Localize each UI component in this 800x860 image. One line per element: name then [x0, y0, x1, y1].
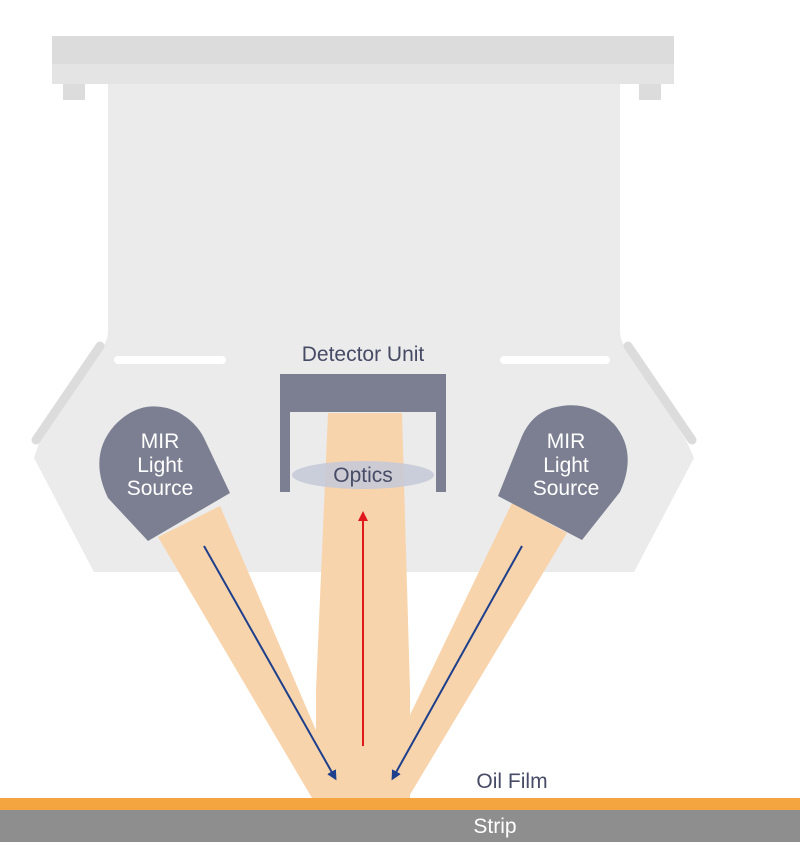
- detector-unit-label: Detector Unit: [302, 343, 425, 366]
- housing-left-side-rail: [31, 341, 105, 445]
- left-incident-arrow: [203, 545, 337, 781]
- left-incident-light-beam: [158, 506, 345, 798]
- left-mir-light-source: [99, 406, 230, 541]
- housing-right-tab: [639, 84, 661, 100]
- housing-left-tab: [63, 84, 85, 100]
- right-source-label-line-3: Source: [533, 477, 600, 500]
- housing-top-rail-underside: [52, 64, 674, 84]
- detector-unit-top: [280, 374, 446, 412]
- right-incident-arrow: [391, 545, 523, 781]
- detector-unit-right-wall: [436, 374, 446, 492]
- detector-unit-left-wall: [280, 374, 290, 492]
- right-source-label-line-1: MIR: [547, 430, 586, 453]
- right-incident-light-beam: [370, 503, 567, 798]
- left-source-label-line-3: Source: [127, 477, 194, 500]
- right-mir-light-source: [498, 405, 628, 540]
- oil-film-label: Oil Film: [476, 770, 547, 793]
- oil-film-layer: [0, 798, 800, 810]
- strip-layer: [0, 810, 800, 842]
- optics-label: Optics: [333, 464, 393, 487]
- strip-label: Strip: [473, 815, 516, 838]
- optics-lens: [292, 461, 434, 489]
- housing-right-slit: [500, 356, 610, 364]
- housing-left-slit: [114, 356, 226, 364]
- right-source-label-line-2: Light: [543, 454, 589, 477]
- housing-right-side-rail: [623, 341, 697, 445]
- left-source-label-line-2: Light: [137, 454, 183, 477]
- left-source-label-line-1: MIR: [141, 430, 180, 453]
